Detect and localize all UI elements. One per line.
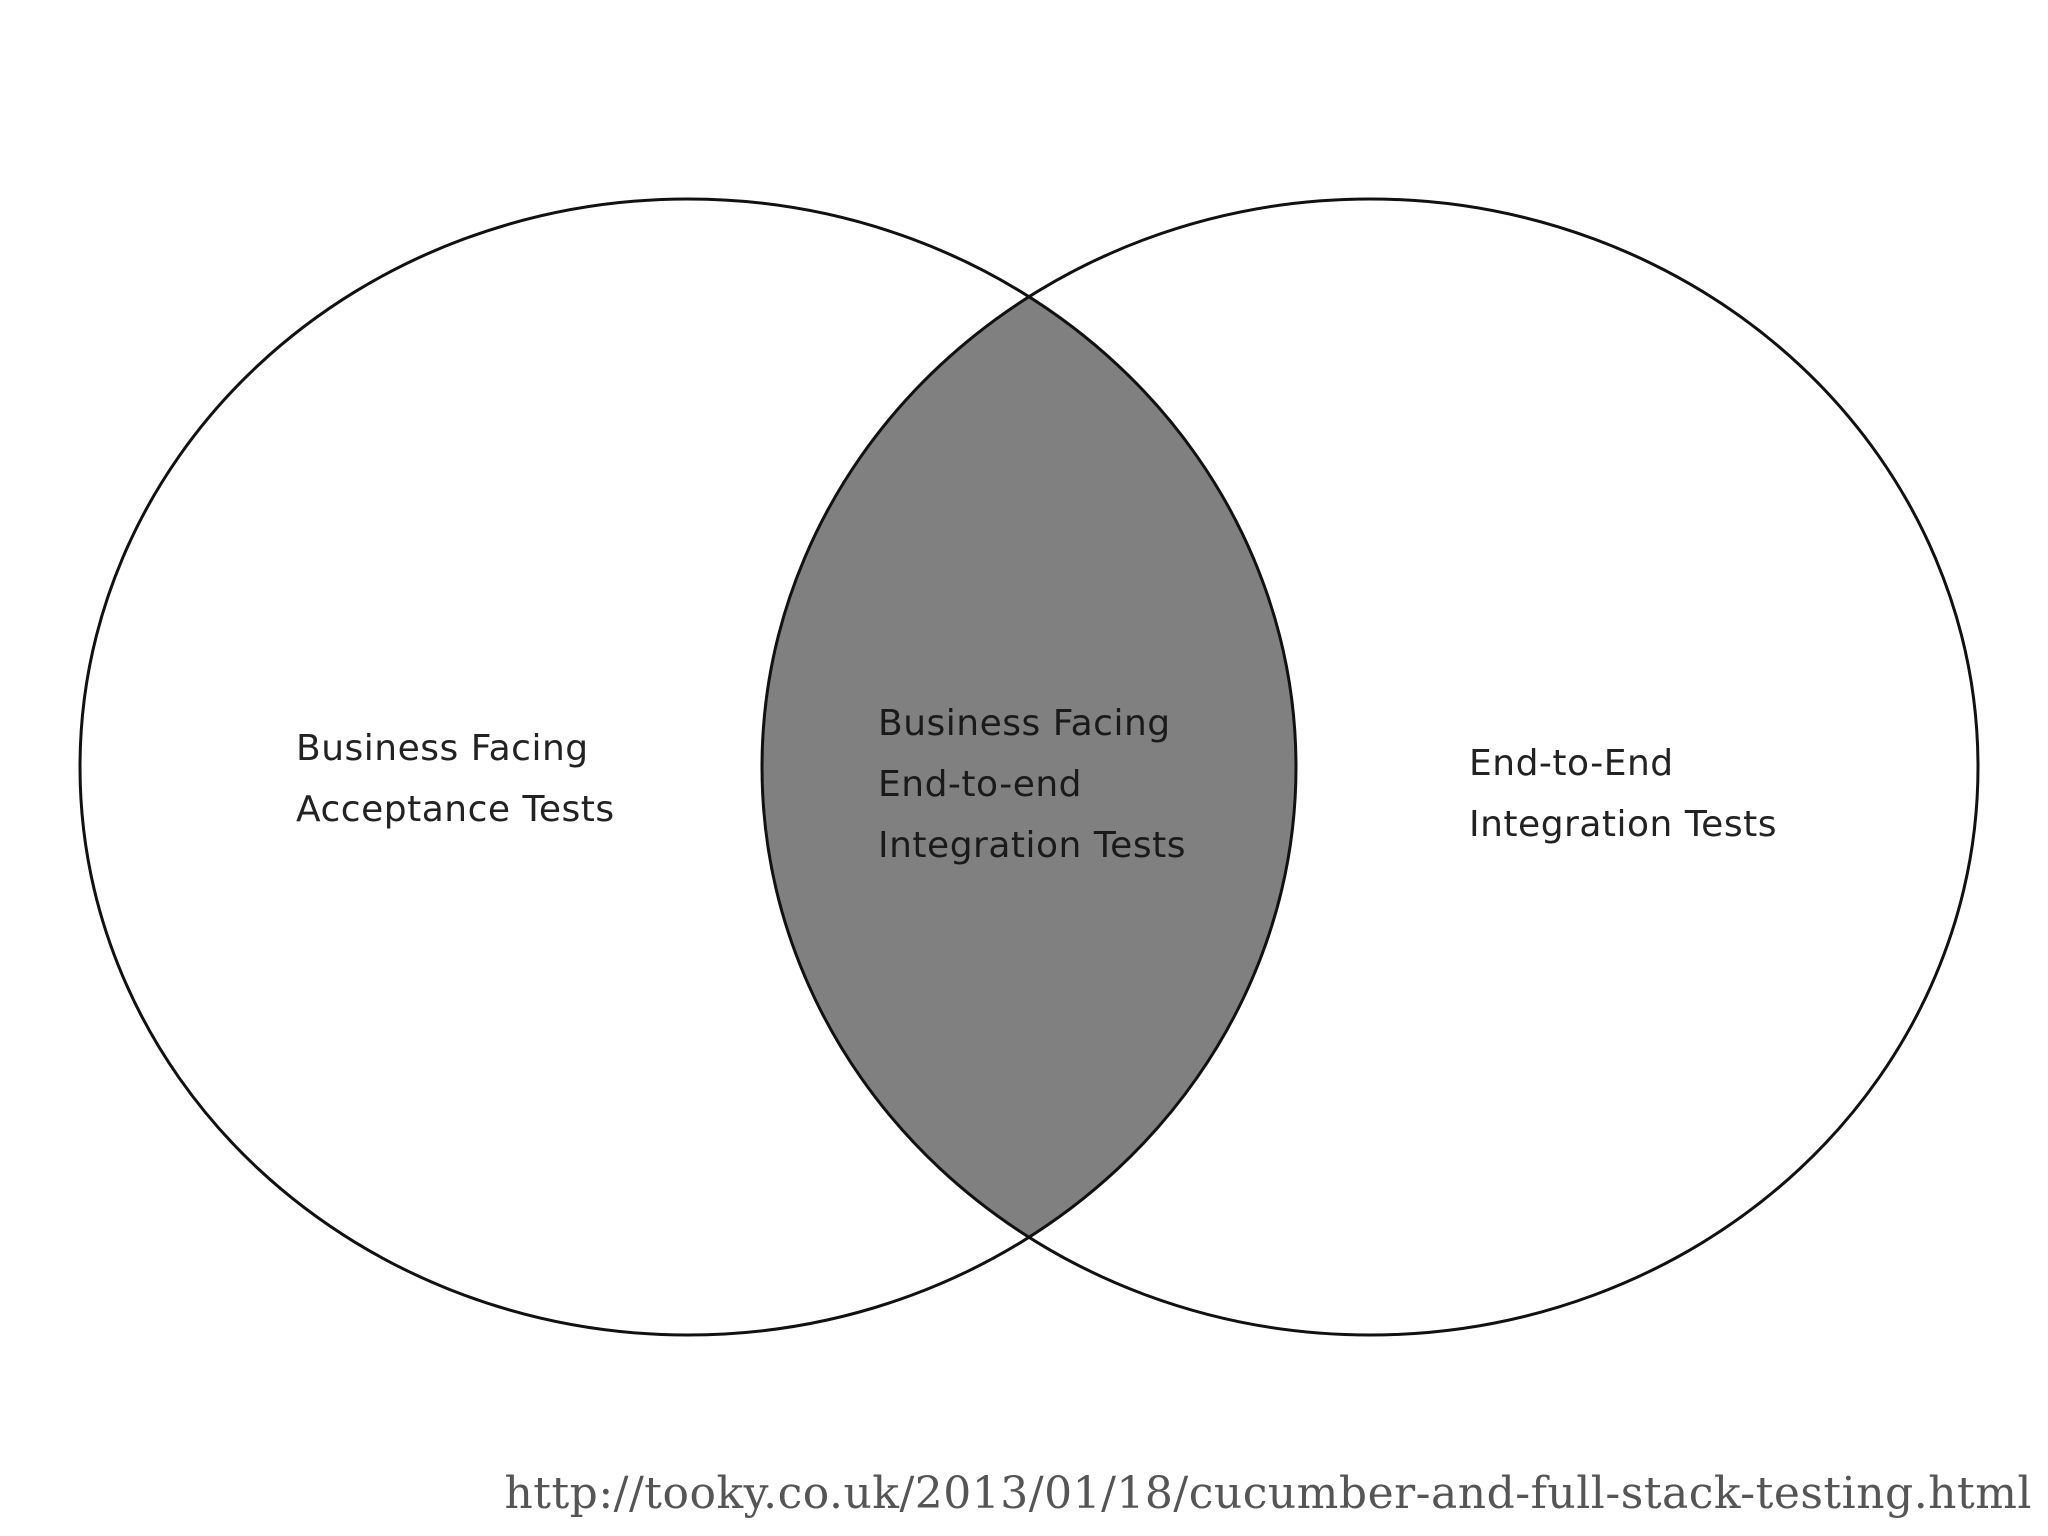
intersection-region (762, 199, 1296, 1335)
intersection-label-line: End-to-end (878, 764, 1083, 805)
right-set-label-line: Integration Tests (1469, 804, 1777, 845)
left-set-label-line: Acceptance Tests (296, 789, 615, 830)
intersection-label-line: Business Facing (878, 703, 1171, 744)
left-set-label: Business Facing Acceptance Tests (296, 718, 615, 840)
intersection-label-line: Integration Tests (878, 825, 1186, 866)
right-set-circle (760, 197, 1980, 1337)
left-set-label-line: Business Facing (296, 728, 589, 769)
left-set-circle (78, 197, 1298, 1337)
right-set-label: End-to-End Integration Tests (1469, 733, 1777, 855)
source-url-link[interactable]: http://tooky.co.uk/2013/01/18/cucumber-a… (504, 1468, 2032, 1519)
right-set-label-line: End-to-End (1469, 743, 1674, 784)
intersection-label: Business Facing End-to-end Integration T… (878, 693, 1186, 876)
